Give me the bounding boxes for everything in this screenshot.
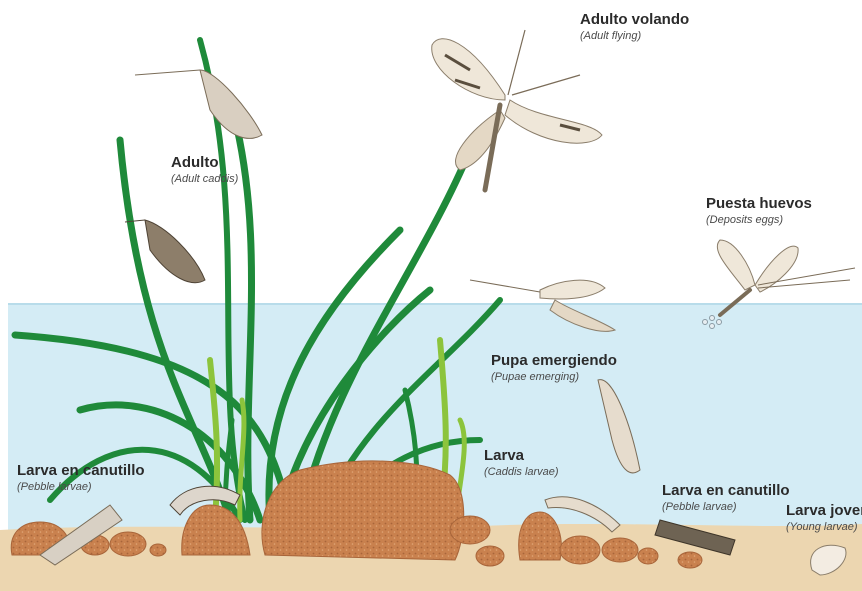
adult-caddis-top bbox=[135, 70, 262, 138]
label-caddis-larvae-en: (Caddis larvae) bbox=[484, 466, 559, 479]
label-young-larvae: Larva joven (Young larvae) bbox=[786, 502, 862, 534]
label-caddis-larvae: Larva (Caddis larvae) bbox=[484, 447, 559, 479]
label-pebble-larvae-left-en: (Pebble larvae) bbox=[17, 481, 145, 494]
label-adult: Adulto (Adult caddis) bbox=[171, 154, 238, 186]
label-pebble-larvae-left: Larva en canutillo (Pebble larvae) bbox=[17, 462, 145, 494]
label-pupae-emerging-en: (Pupae emerging) bbox=[491, 371, 617, 384]
label-adult-es: Adulto bbox=[171, 154, 238, 171]
adult-flying-moth bbox=[432, 30, 602, 190]
label-young-larvae-en: (Young larvae) bbox=[786, 521, 862, 534]
central-rock bbox=[262, 461, 464, 560]
label-deposits-eggs-en: (Deposits eggs) bbox=[706, 214, 812, 227]
label-deposits-eggs-es: Puesta huevos bbox=[706, 195, 812, 212]
label-adult-flying: Adulto volando (Adult flying) bbox=[580, 11, 689, 43]
label-pebble-larvae-right: Larva en canutillo (Pebble larvae) bbox=[662, 482, 790, 514]
label-caddis-larvae-es: Larva bbox=[484, 447, 559, 464]
label-adult-flying-en: (Adult flying) bbox=[580, 30, 689, 43]
label-adult-en: (Adult caddis) bbox=[171, 173, 238, 186]
label-pebble-larvae-right-es: Larva en canutillo bbox=[662, 482, 790, 499]
label-young-larvae-es: Larva joven bbox=[786, 502, 862, 519]
label-pebble-larvae-left-es: Larva en canutillo bbox=[17, 462, 145, 479]
label-pupae-emerging: Pupa emergiendo (Pupae emerging) bbox=[491, 352, 617, 384]
label-adult-flying-es: Adulto volando bbox=[580, 11, 689, 28]
label-deposits-eggs: Puesta huevos (Deposits eggs) bbox=[706, 195, 812, 227]
label-pupae-emerging-es: Pupa emergiendo bbox=[491, 352, 617, 369]
label-pebble-larvae-right-en: (Pebble larvae) bbox=[662, 501, 790, 514]
